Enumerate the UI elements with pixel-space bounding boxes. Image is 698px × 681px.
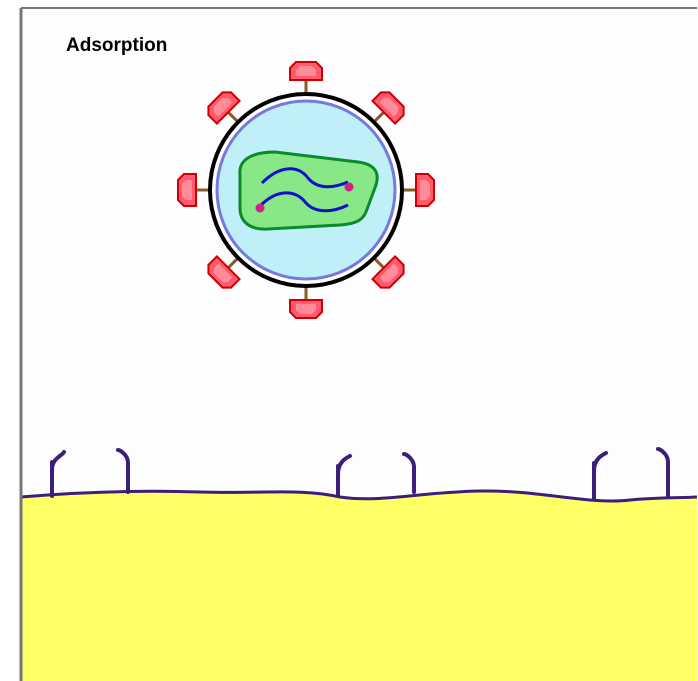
host-cell [21, 491, 697, 681]
genome-end [256, 204, 265, 213]
virus-particle [178, 62, 434, 318]
viral-core [240, 152, 377, 229]
diagram-title: Adsorption [66, 35, 167, 57]
genome-end [345, 183, 354, 192]
